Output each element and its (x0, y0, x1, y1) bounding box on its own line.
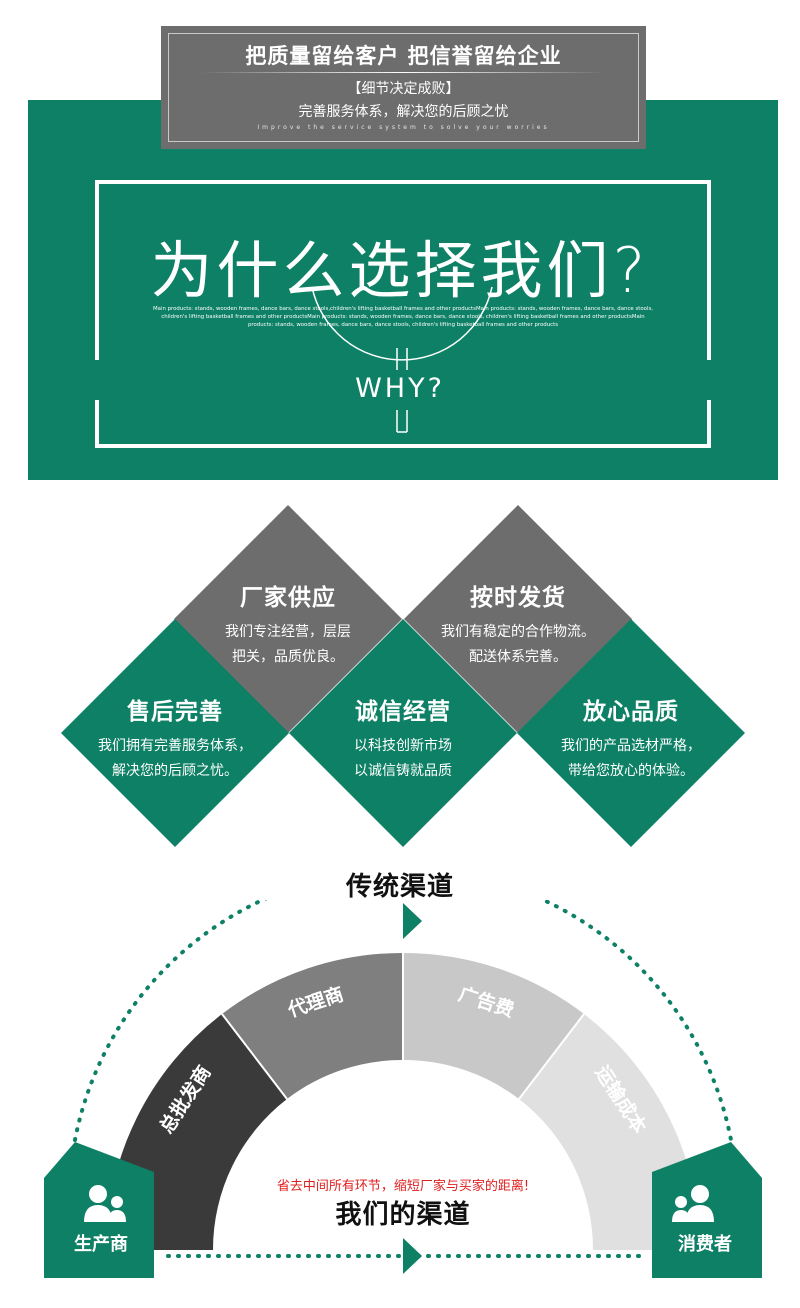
feature-desc-line: 我们专注经营，层层 (225, 624, 351, 640)
feature-desc-line: 把关，品质优良。 (232, 649, 344, 665)
slogan-banner-border (168, 33, 639, 142)
channel-note: 省去中间所有环节，缩短厂家与买家的距离! (276, 1179, 530, 1194)
hero-green-panel (28, 100, 778, 480)
segment-agent (222, 952, 403, 1099)
feature-desc-line: 以诚信铸就品质 (354, 763, 452, 779)
producer-people-icon (84, 1185, 126, 1222)
own-channel-title: 我们的渠道 (335, 1200, 471, 1230)
feature-title: 诚信经营 (355, 699, 451, 725)
segment-ad-fee (403, 952, 584, 1099)
slogan-banner: 把质量留给客户 把信誉留给企业 【细节决定成败】 完善服务体系，解决您的后顾之忧… (161, 26, 646, 149)
feature-desc-line: 以科技创新市场 (354, 738, 452, 754)
feature-title: 售后完善 (127, 699, 223, 725)
slogan-english: Improve the service system to solve your… (257, 124, 550, 131)
traditional-arrow-icon (403, 903, 422, 939)
feature-desc-line: 我们的产品选材严格， (561, 738, 701, 754)
feature-integrity: 诚信经营 以科技创新市场 以诚信铸就品质 (303, 692, 503, 784)
slogan-subtitle: 完善服务体系，解决您的后顾之忧 (298, 104, 509, 120)
why-frame-lines (95, 180, 711, 448)
why-title: 为什么选择我们? (150, 234, 650, 307)
feature-after-sales: 售后完善 我们拥有完善服务体系， 解决您的后顾之忧。 (75, 692, 275, 784)
traditional-path-dots (73, 900, 733, 1142)
feature-quality: 放心品质 我们的产品选材严格， 带给您放心的体验。 (531, 692, 731, 784)
why-label: WHY? (355, 373, 445, 404)
feature-title: 按时发货 (470, 585, 566, 611)
consumer-people-icon (672, 1185, 714, 1222)
diamond-quality (517, 619, 745, 847)
consumer-label: 消费者 (678, 1234, 732, 1255)
feature-factory-supply: 厂家供应 我们专注经营，层层 把关，品质优良。 (188, 578, 388, 670)
slogan-divider (201, 72, 606, 73)
channel-diagram: 总批发商 代理商 广告费 运输成本 (44, 900, 762, 1278)
products-description: Main products: stands, wooden frames, da… (153, 306, 653, 328)
slogan-tag: 【细节决定成败】 (347, 81, 460, 97)
slogan-headline: 把质量留给客户 把信誉留给企业 (245, 44, 562, 68)
feature-desc-line: 带给您放心的体验。 (568, 763, 694, 779)
feature-title: 厂家供应 (240, 585, 336, 611)
feature-desc-line: 我们拥有完善服务体系， (98, 738, 252, 754)
feature-on-time-delivery: 按时发货 我们有稳定的合作物流。 配送体系完善。 (418, 578, 618, 670)
feature-desc-line: 解决您的后顾之忧。 (112, 763, 238, 779)
producer-label: 生产商 (74, 1234, 128, 1255)
feature-desc-line: 我们有稳定的合作物流。 (441, 624, 595, 640)
feature-title: 放心品质 (583, 699, 679, 725)
diamond-shapes (61, 505, 745, 847)
feature-desc-line: 配送体系完善。 (469, 649, 567, 665)
own-channel-arrow-icon (403, 1238, 422, 1274)
diamond-integrity (289, 619, 517, 847)
feature-diamonds: 厂家供应 我们专注经营，层层 把关，品质优良。 按时发货 我们有稳定的合作物流。… (0, 500, 800, 850)
traditional-channel-title: 传统渠道 (345, 872, 454, 902)
diamond-after-sales (61, 619, 289, 847)
